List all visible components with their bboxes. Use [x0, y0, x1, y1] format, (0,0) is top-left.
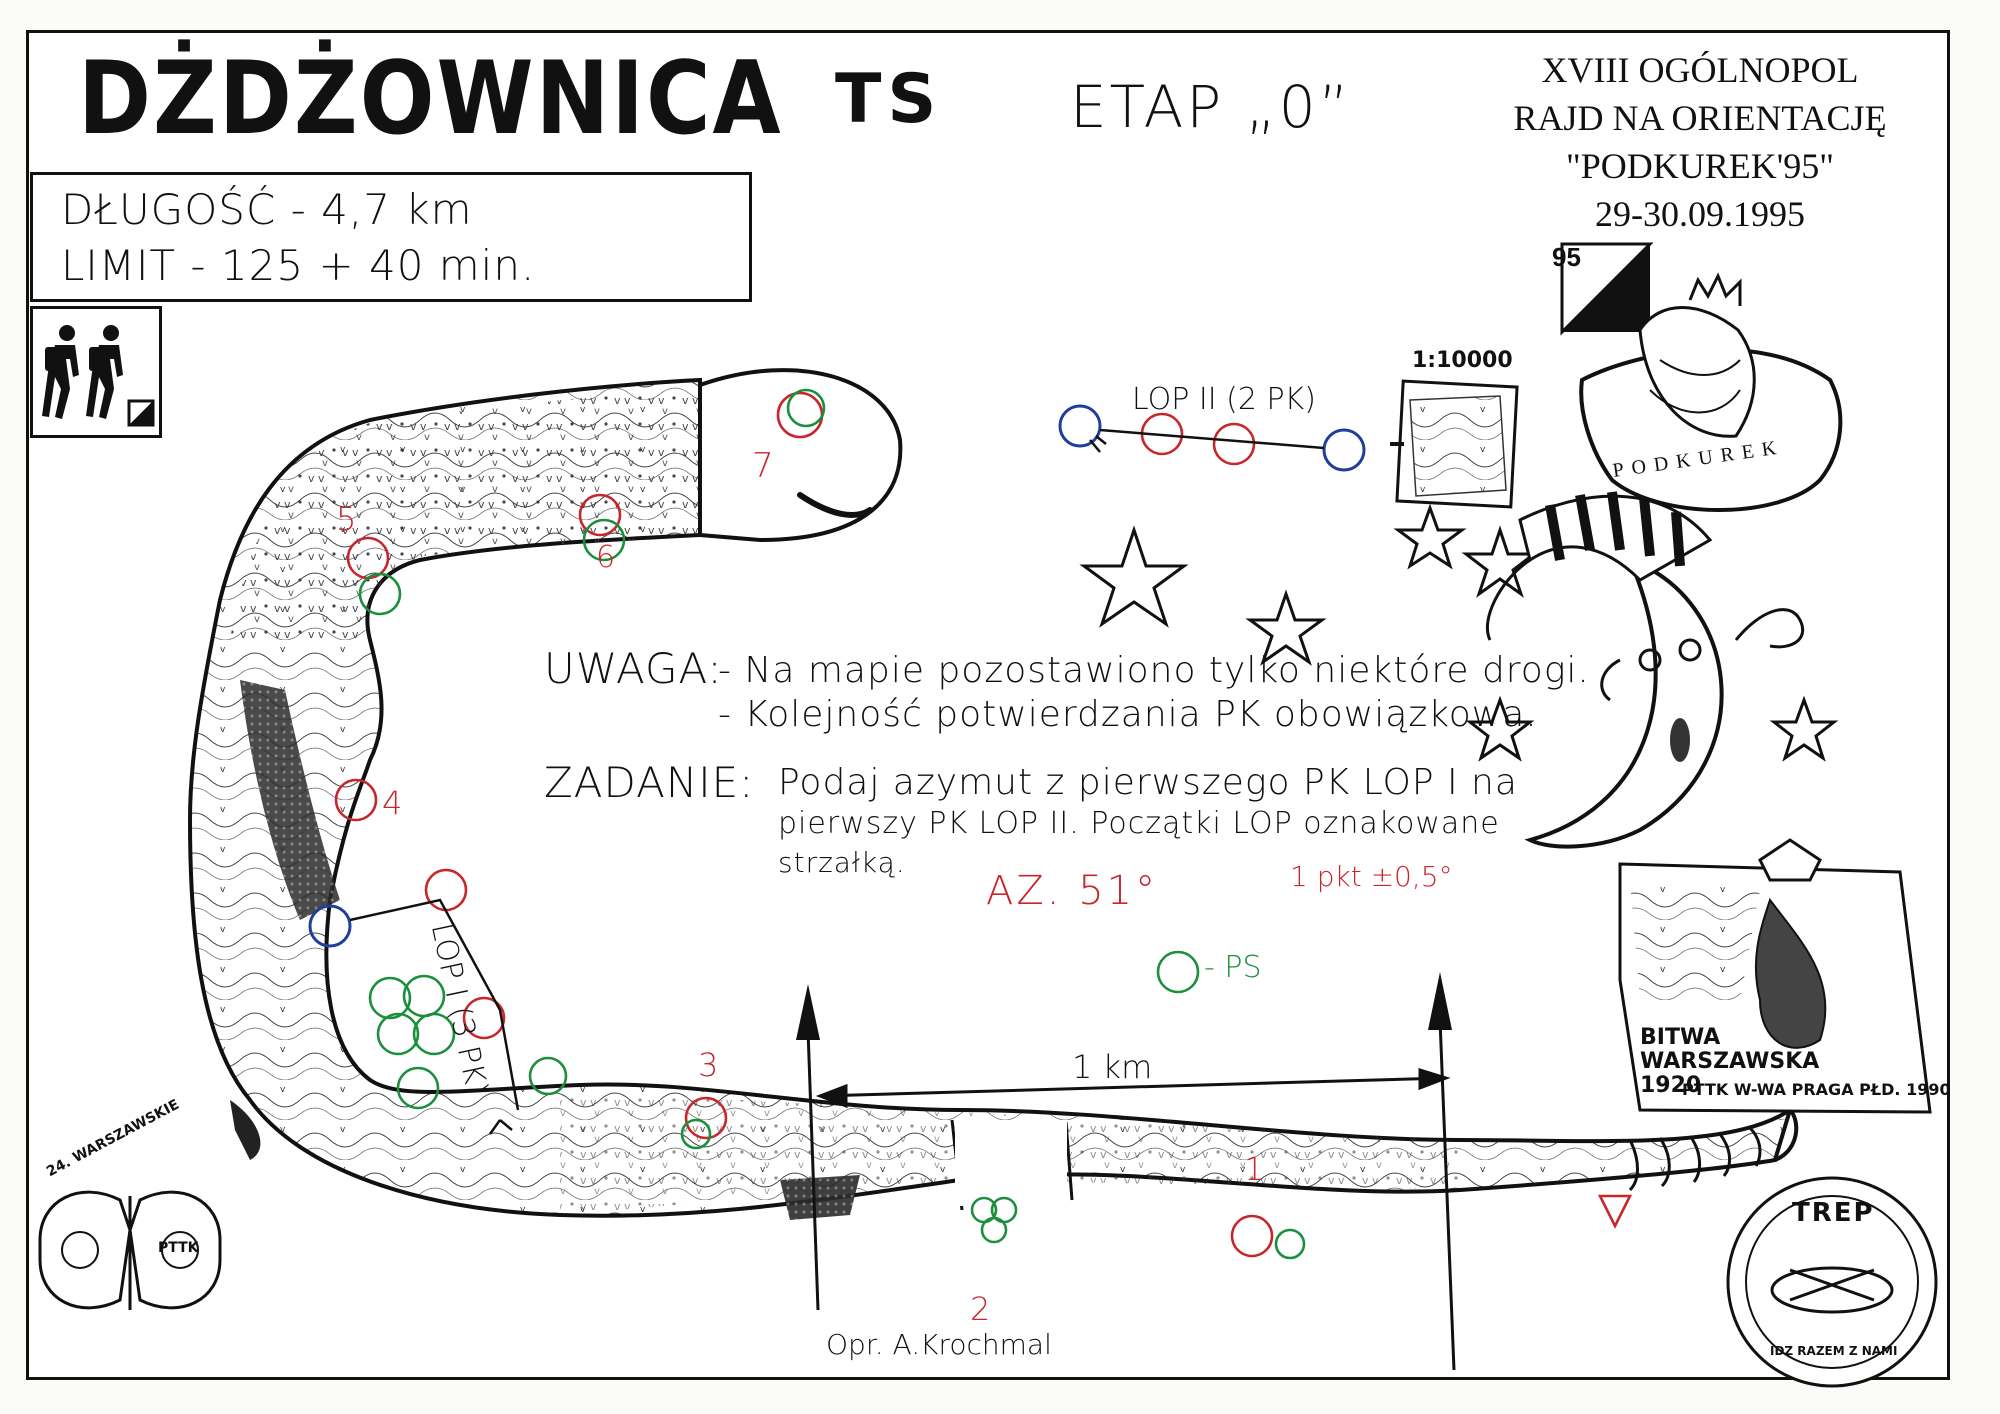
- bitwa-sub: PTTK W-WA PRAGA PŁD. 1990: [1682, 1080, 1951, 1099]
- control-number-5: 5: [336, 500, 357, 538]
- hikers-pictogram: [42, 325, 155, 427]
- podkurek-year: 95: [1552, 242, 1581, 272]
- category-label: TS: [835, 60, 943, 139]
- control-lop1-a: [424, 868, 468, 912]
- event-header: XVIII OGÓLNOPOL RAJD NA ORIENTACJĘ "PODK…: [1440, 46, 1960, 238]
- uwaga-line-1: - Na mapie pozostawiono tylko niektóre d…: [718, 650, 1590, 691]
- mini-map: [1390, 379, 1519, 509]
- trep-stamp: [1726, 1176, 1938, 1388]
- limit-info: LIMIT - 125 + 40 min.: [61, 241, 536, 290]
- zadanie-line-1: Podaj azymut z pierwszego PK LOP I na: [778, 762, 1518, 803]
- mini-map-scale: 1:10000: [1412, 348, 1513, 373]
- control-number-1: 1: [1244, 1150, 1265, 1188]
- lop2-label: LOP II (2 PK): [1132, 382, 1316, 417]
- map-title: DŻDŻOWNICA: [78, 38, 783, 158]
- scale-bar: [815, 1067, 1451, 1109]
- event-date: 29-30.09.1995: [1595, 194, 1805, 234]
- lop-lines: [349, 428, 1325, 1135]
- control-number-2: 2: [970, 1290, 991, 1328]
- uwaga-label: UWAGA:: [544, 644, 723, 693]
- answer-azimuth: AZ. 51°: [986, 868, 1159, 914]
- zadanie-line-2: pierwszy PK LOP II. Początki LOP oznakow…: [778, 806, 1500, 841]
- finish-triangle: [1597, 1194, 1633, 1229]
- control-number-6: 6: [596, 540, 616, 575]
- info-box: DŁUGOŚĆ - 4,7 km LIMIT - 125 + 40 min.: [30, 172, 752, 302]
- length-info: DŁUGOŚĆ - 4,7 km: [61, 185, 473, 234]
- control-lop1-b: [462, 996, 506, 1040]
- control-number-4: 4: [382, 784, 403, 822]
- author-credit: Opr. A.Krochmal: [826, 1328, 1052, 1361]
- bitwa-warszawska-stamp: [1618, 838, 1932, 1114]
- podkurek-logo: [1560, 242, 1843, 512]
- zadanie-label: ZADANIE:: [544, 758, 755, 807]
- event-line-2: RAJD NA ORIENTACJĘ: [1513, 98, 1887, 138]
- control-lop2-b: [1212, 422, 1256, 466]
- control-1: [1230, 1214, 1274, 1258]
- lop-start-markers: [308, 404, 1366, 948]
- stage-label: ETAP „0”: [1070, 73, 1352, 141]
- warszawskie-stamp: [38, 1190, 222, 1310]
- decorative-stars: [1079, 503, 1839, 762]
- control-number-7: 7: [752, 446, 774, 486]
- trep-sub: IDZ RAZEM Z NAMI: [1770, 1344, 1898, 1358]
- ps-label: - PS: [1204, 950, 1262, 985]
- control-6: [578, 493, 622, 537]
- event-line-1: XVIII OGÓLNOPOL: [1541, 50, 1859, 90]
- bitwa-text: BITWA WARSZAWSKA 1920: [1640, 1025, 1820, 1098]
- event-line-3: "PODKUREK'95": [1566, 146, 1834, 186]
- green-control-circles: [358, 388, 1306, 1260]
- pttk-text: PTTK: [158, 1240, 199, 1256]
- hikers-icon: [30, 306, 162, 438]
- scale-bar-label: 1 km: [1072, 1048, 1153, 1086]
- worm-body: [187, 368, 1799, 1220]
- moon-illustration: [1485, 491, 1805, 849]
- control-number-3: 3: [698, 1046, 719, 1084]
- zadanie-line-3: strzałką.: [778, 846, 906, 879]
- answer-points: 1 pkt ±0,5°: [1290, 860, 1453, 893]
- uwaga-line-2: - Kolejność potwierdzania PK obowiązkowa…: [718, 694, 1538, 735]
- control-4: [334, 778, 378, 822]
- ps-marker: [1156, 950, 1200, 994]
- control-3: [684, 1096, 728, 1140]
- trep-text: TREP: [1792, 1198, 1875, 1228]
